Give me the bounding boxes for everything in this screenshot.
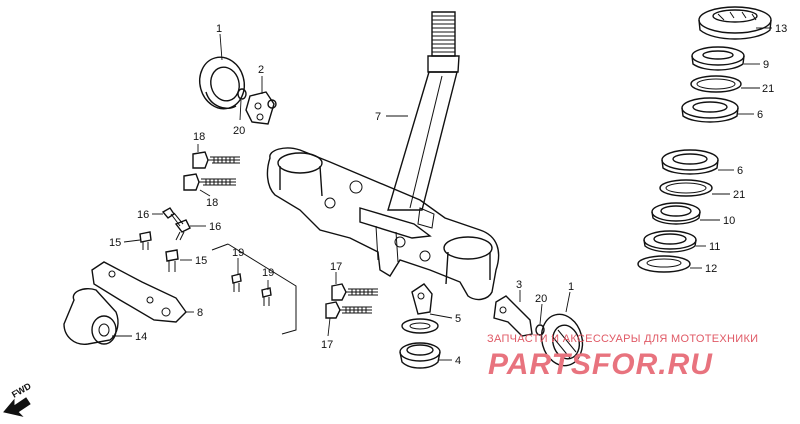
bracket-part-lower	[493, 295, 533, 337]
bolt-part-15b	[165, 249, 179, 272]
callout-15-right: 15	[195, 255, 207, 267]
callout-18-upper: 18	[193, 131, 205, 143]
callout-20-lower: 20	[535, 293, 547, 305]
bracket-part-upper	[245, 91, 277, 125]
bearing-part	[651, 202, 701, 225]
callout-17-lower: 17	[321, 339, 333, 351]
ball-race-part-upper	[690, 75, 742, 93]
callout-18-lower: 18	[206, 197, 218, 209]
adjust-nut-part	[691, 46, 745, 71]
bolt-part-17b	[325, 301, 372, 319]
callout-labels: 1 2 20 7 18 18 16 16 15 15 19 19 8 14 17…	[109, 23, 787, 367]
callout-4: 4	[455, 355, 461, 367]
ball-race-part-lower	[659, 179, 713, 197]
plate-part	[91, 261, 187, 323]
washer-part-bottom	[637, 255, 691, 273]
callout-10: 10	[723, 215, 735, 227]
callout-7: 7	[375, 111, 381, 123]
dust-seal-part	[399, 342, 441, 369]
callout-1-upper: 1	[216, 23, 222, 35]
bottom-bridge-part	[266, 147, 500, 301]
bracket-outline	[211, 243, 297, 335]
callout-17-upper: 17	[330, 261, 342, 273]
callout-9: 9	[763, 59, 769, 71]
steering-stem-part	[387, 11, 460, 211]
washer-part-upper	[237, 88, 247, 100]
screw-part-19b	[261, 287, 272, 306]
watermark-caption: ЗАПЧАСТИ И АКСЕССУАРЫ ДЛЯ МОТОТЕХНИКИ	[487, 333, 758, 345]
bolt-part-18a	[192, 151, 240, 169]
bearing-cone-part-lower	[661, 149, 719, 175]
leader-lines	[112, 27, 772, 361]
bolt-part-18b	[183, 173, 236, 191]
callout-3: 3	[516, 279, 522, 291]
bearing-cone-part-upper	[681, 97, 739, 123]
callout-20-upper: 20	[233, 125, 245, 137]
callout-14: 14	[135, 331, 147, 343]
callout-21-lower: 21	[733, 189, 745, 201]
bolt-part-15a	[139, 231, 152, 250]
callout-19-right: 19	[262, 267, 274, 279]
fwd-arrow: FWD	[3, 381, 33, 417]
callout-5: 5	[455, 313, 461, 325]
cable-guide-part	[401, 283, 439, 334]
bolt-part-16a	[161, 207, 184, 227]
watermark: ЗАПЧАСТИ И АКСЕССУАРЫ ДЛЯ МОТОТЕХНИКИ PA…	[487, 333, 758, 381]
callout-12: 12	[705, 263, 717, 275]
callout-15-left: 15	[109, 237, 121, 249]
fwd-arrow-icon	[3, 397, 31, 417]
watermark-brand: PARTSFOR.RU	[488, 348, 713, 381]
callout-11: 11	[709, 241, 720, 253]
callout-19-left: 19	[232, 247, 244, 259]
callout-16-left: 16	[137, 209, 149, 221]
locknut-part	[698, 6, 772, 40]
dust-seal-part-lower	[643, 230, 697, 253]
fwd-label: FWD	[10, 381, 33, 400]
sleeve-part	[63, 288, 119, 345]
callout-6-lower: 6	[737, 165, 743, 177]
callout-8: 8	[197, 307, 203, 319]
bolt-part-16b	[174, 219, 191, 241]
callout-16-right: 16	[209, 221, 221, 233]
bolt-part-17a	[331, 283, 378, 301]
screw-part-19a	[231, 273, 242, 292]
cap-part-lower	[540, 313, 584, 367]
callout-6-upper: 6	[757, 109, 763, 121]
callout-13: 13	[775, 23, 787, 35]
washer-part-lower	[535, 324, 545, 336]
callout-21-upper: 21	[762, 83, 774, 95]
cap-part-upper	[199, 56, 245, 110]
callout-1-lower: 1	[568, 281, 574, 293]
callout-2: 2	[258, 64, 264, 76]
